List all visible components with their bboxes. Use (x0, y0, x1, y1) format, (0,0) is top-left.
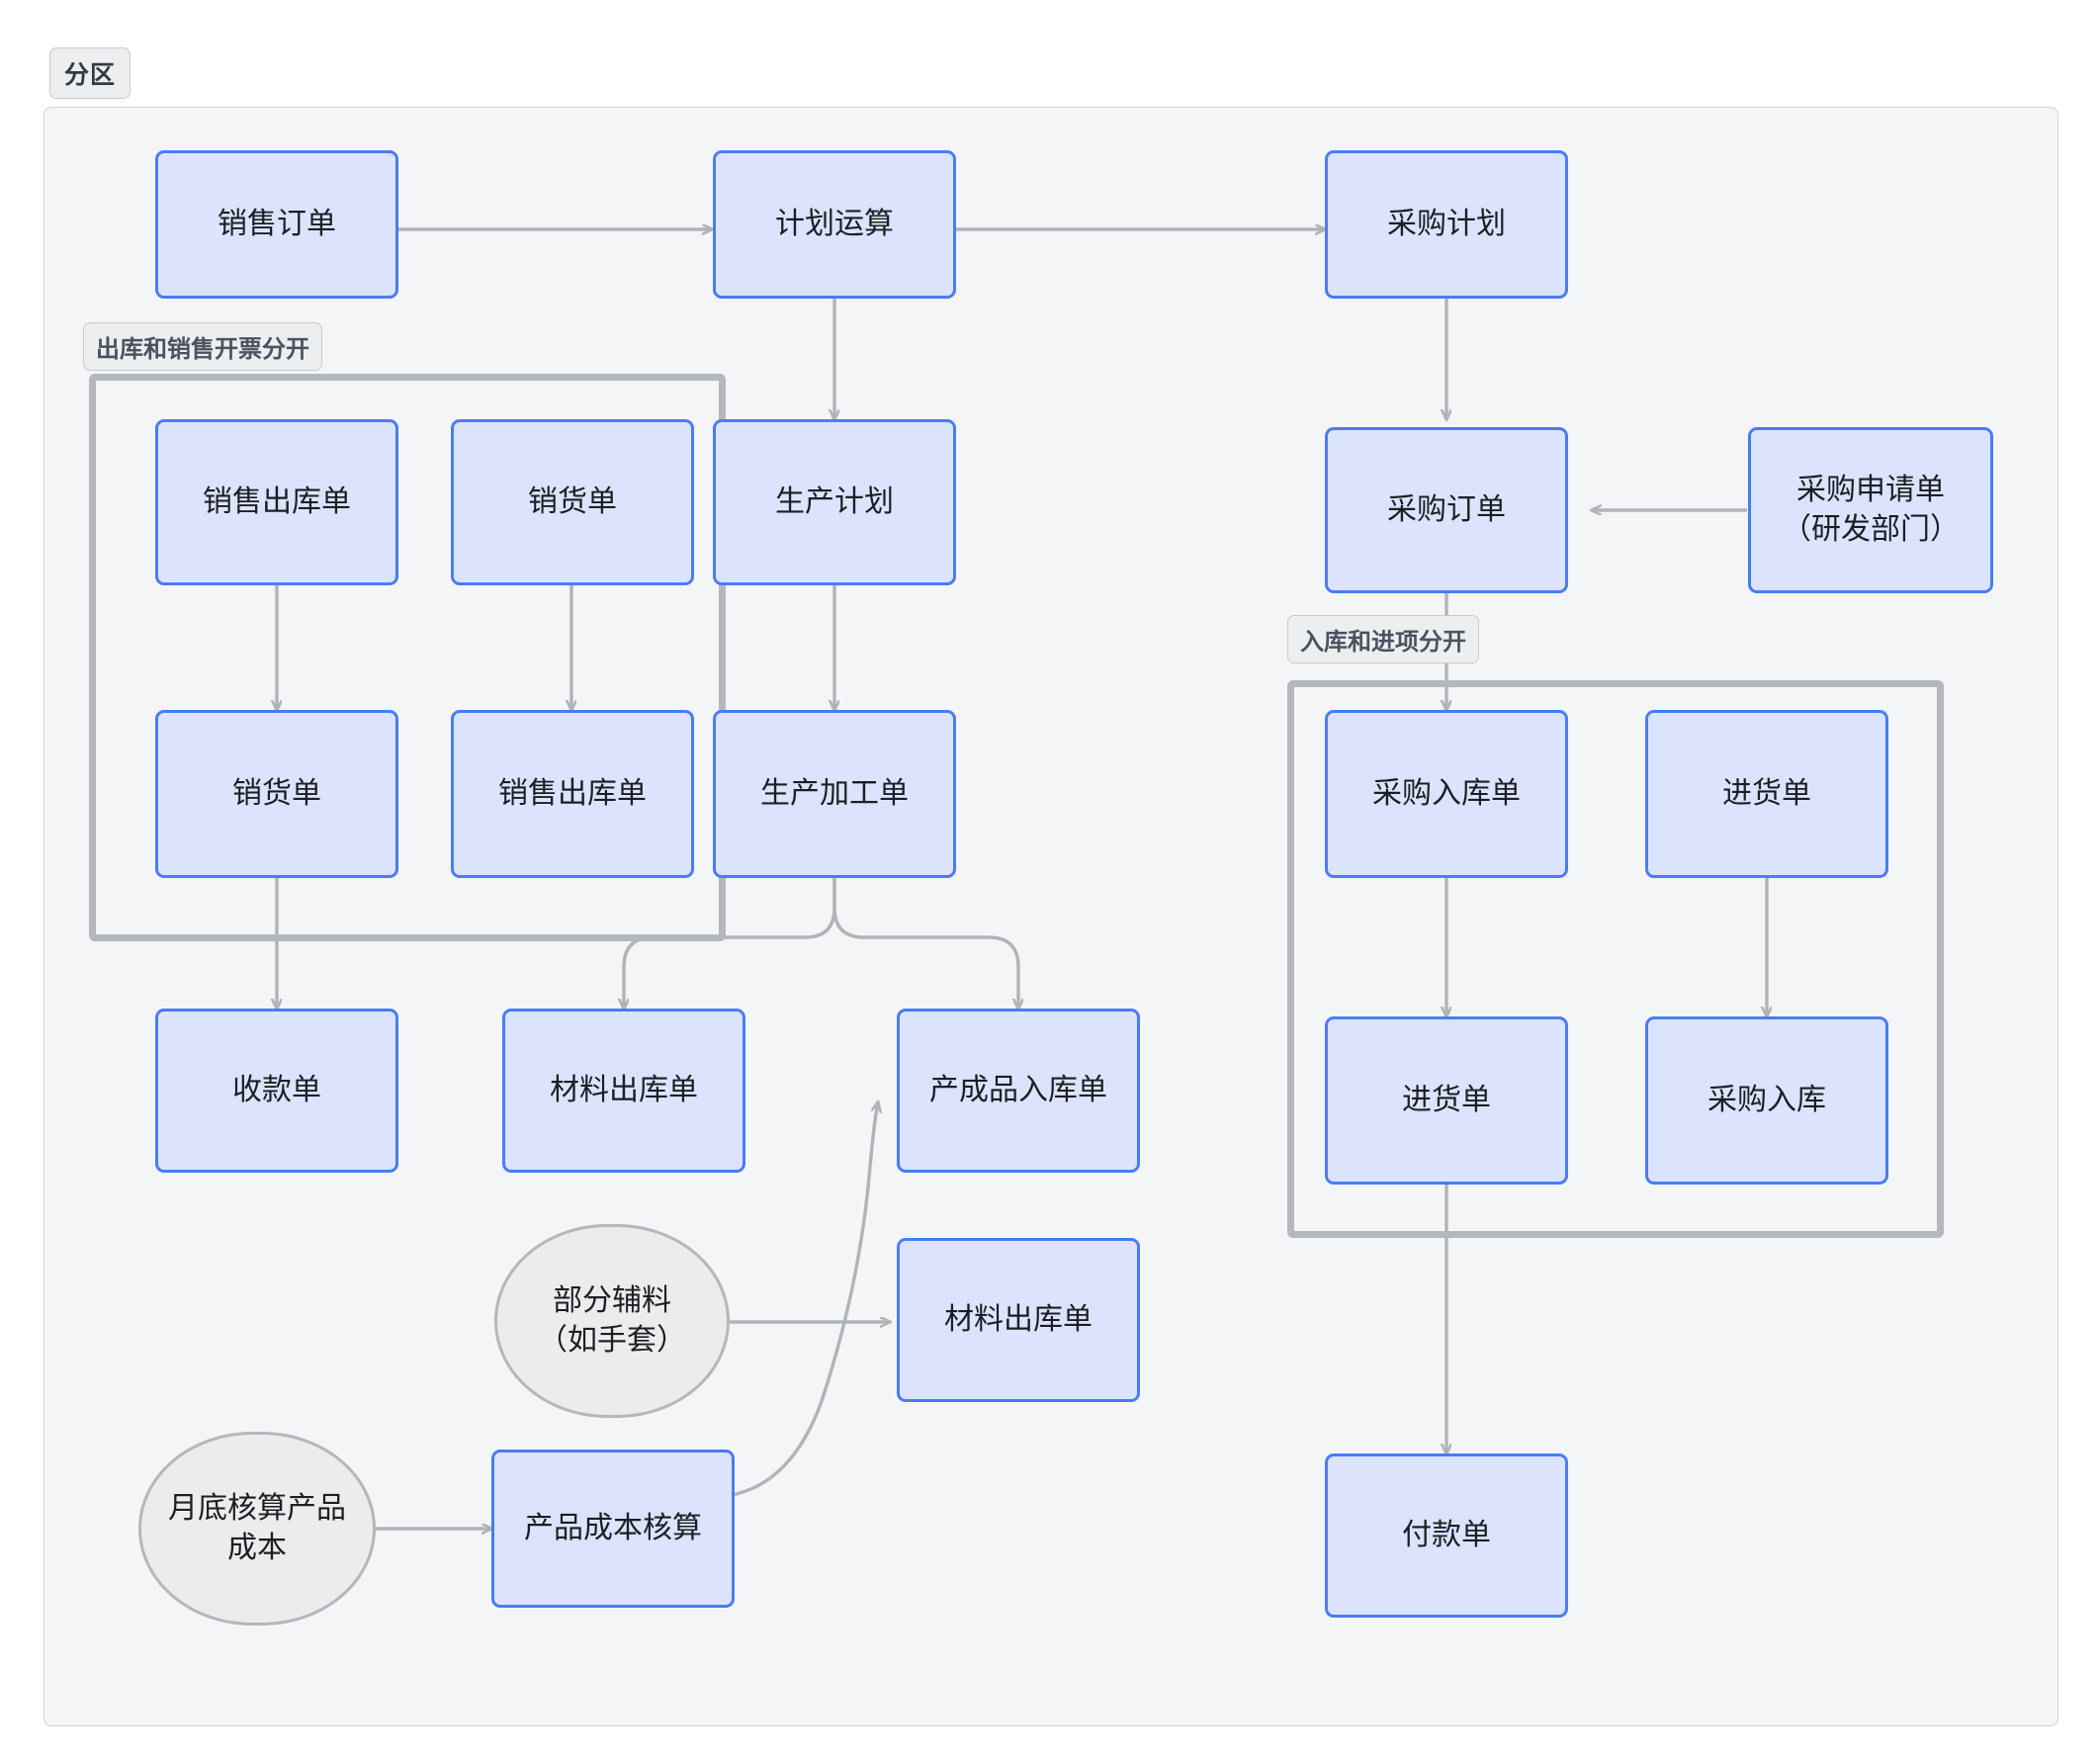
node-aux-material[interactable]: 部分辅料 （如手套） (494, 1224, 730, 1418)
node-payment[interactable]: 付款单 (1325, 1453, 1568, 1618)
cluster-purchase-split (1287, 680, 1944, 1238)
node-aux-material-label-line1: 部分辅料 (553, 1282, 671, 1318)
node-prod-plan[interactable]: 生产计划 (713, 419, 956, 585)
node-sales-bill-b-label: 销货单 (232, 775, 321, 811)
node-purchase-in-b[interactable]: 采购入库 (1645, 1016, 1888, 1185)
node-material-out-a[interactable]: 材料出库单 (502, 1009, 745, 1173)
node-payment-label: 付款单 (1402, 1517, 1491, 1552)
node-purchase-request-label-line2: （研发部门） (1782, 512, 1960, 547)
node-product-cost[interactable]: 产品成本核算 (491, 1450, 735, 1608)
node-prod-process-label: 生产加工单 (760, 775, 909, 811)
node-material-out-b-label: 材料出库单 (944, 1301, 1093, 1337)
node-purchase-request[interactable]: 采购申请单 （研发部门） (1748, 427, 1993, 593)
node-purchase-in-b-label: 采购入库 (1707, 1082, 1826, 1117)
node-sales-out-a-label: 销售出库单 (203, 484, 351, 519)
node-prod-plan-label: 生产计划 (775, 484, 894, 519)
node-purchase-order[interactable]: 采购订单 (1325, 427, 1568, 593)
node-goods-in-b-label: 进货单 (1402, 1082, 1491, 1117)
node-purchase-in-a-label: 采购入库单 (1372, 775, 1521, 811)
node-material-out-b[interactable]: 材料出库单 (897, 1238, 1140, 1402)
node-purchase-order-label: 采购订单 (1387, 491, 1506, 527)
node-plan-calc[interactable]: 计划运算 (713, 150, 956, 299)
node-sales-order-label: 销售订单 (218, 206, 336, 241)
node-material-out-a-label: 材料出库单 (550, 1072, 698, 1107)
node-sales-out-b-label: 销售出库单 (498, 775, 647, 811)
node-sales-out-a[interactable]: 销售出库单 (155, 419, 398, 585)
node-purchase-plan[interactable]: 采购计划 (1325, 150, 1568, 299)
node-goods-in-a[interactable]: 进货单 (1645, 710, 1888, 878)
partition-label: 分区 (49, 47, 131, 99)
node-sales-order[interactable]: 销售订单 (155, 150, 398, 299)
node-plan-calc-label: 计划运算 (775, 206, 894, 241)
node-month-cost-label-line1: 月底核算产品 (168, 1490, 346, 1526)
node-sales-bill-a[interactable]: 销货单 (451, 419, 694, 585)
node-prod-process[interactable]: 生产加工单 (713, 710, 956, 878)
node-product-cost-label: 产品成本核算 (524, 1510, 702, 1545)
cluster-sales-split-label: 出库和销售开票分开 (83, 322, 322, 371)
cluster-sales-split (89, 374, 726, 941)
node-finished-in[interactable]: 产成品入库单 (897, 1009, 1140, 1173)
node-sales-bill-b[interactable]: 销货单 (155, 710, 398, 878)
node-goods-in-a-label: 进货单 (1722, 775, 1811, 811)
node-month-cost-label-line2: 成本 (227, 1531, 287, 1565)
node-finished-in-label: 产成品入库单 (929, 1072, 1107, 1107)
node-purchase-in-a[interactable]: 采购入库单 (1325, 710, 1568, 878)
node-sales-out-b[interactable]: 销售出库单 (451, 710, 694, 878)
node-goods-in-b[interactable]: 进货单 (1325, 1016, 1568, 1185)
node-purchase-request-label-line1: 采购申请单 (1796, 472, 1945, 507)
node-sales-bill-a-label: 销货单 (528, 484, 617, 519)
node-purchase-plan-label: 采购计划 (1387, 206, 1506, 241)
cluster-purchase-split-label: 入库和进项分开 (1287, 615, 1479, 663)
node-aux-material-label-line2: （如手套） (538, 1323, 686, 1358)
node-month-cost[interactable]: 月底核算产品 成本 (138, 1432, 376, 1626)
node-receipt-label: 收款单 (232, 1072, 321, 1107)
node-receipt[interactable]: 收款单 (155, 1009, 398, 1173)
